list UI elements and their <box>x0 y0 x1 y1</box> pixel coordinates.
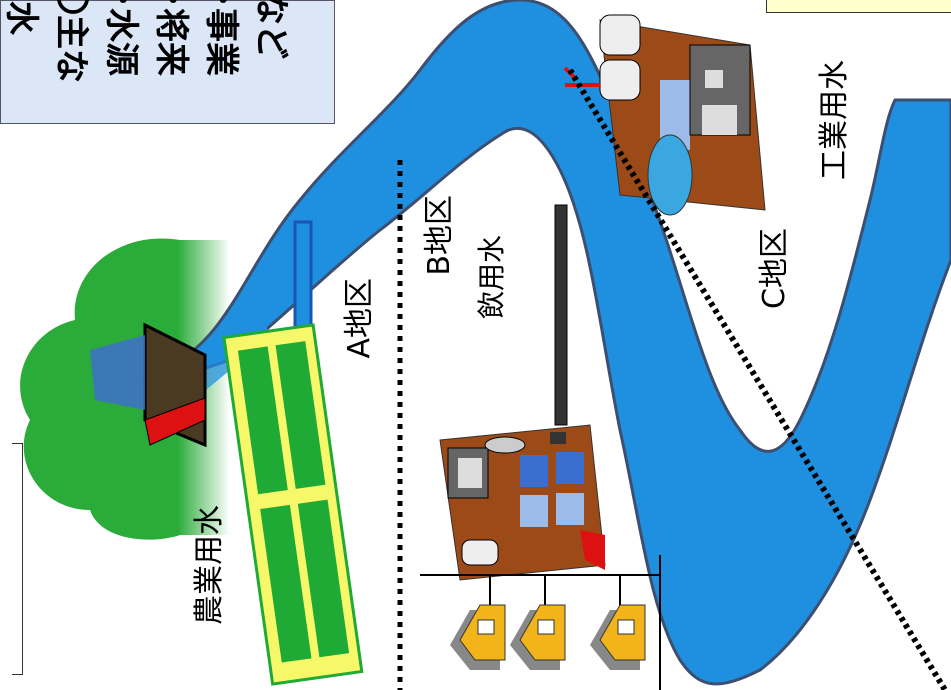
label-district-a: A地区 <box>342 278 377 359</box>
note-box-top-right <box>766 0 951 13</box>
note-line-4: ･将来 <box>151 0 191 76</box>
label-district-b: B地区 <box>422 195 457 276</box>
note-line-2: 〇主な <box>51 0 91 83</box>
note-line-3: ･水源 <box>101 0 141 76</box>
water-plant-b <box>439 204 606 581</box>
note-line-1: 水 <box>1 1 41 35</box>
left-frame <box>12 443 23 675</box>
label-industrial-water: 工業用水 <box>817 60 852 180</box>
factory-c <box>563 14 766 216</box>
farm-field <box>222 323 364 686</box>
dam <box>90 322 207 448</box>
district-boundary-bc <box>567 68 948 690</box>
note-box: 水 〇主な ･水源 ･将来 ･事業 など <box>0 0 335 124</box>
house-3 <box>590 604 646 670</box>
label-agri-water: 農業用水 <box>192 505 227 625</box>
label-district-c: C地区 <box>757 228 792 309</box>
label-drinking-water: 飲用水 <box>475 235 508 320</box>
house-1 <box>450 604 506 670</box>
note-line-5: ･事業 <box>201 0 241 76</box>
note-line-6: など <box>251 0 291 59</box>
house-2 <box>510 604 566 670</box>
